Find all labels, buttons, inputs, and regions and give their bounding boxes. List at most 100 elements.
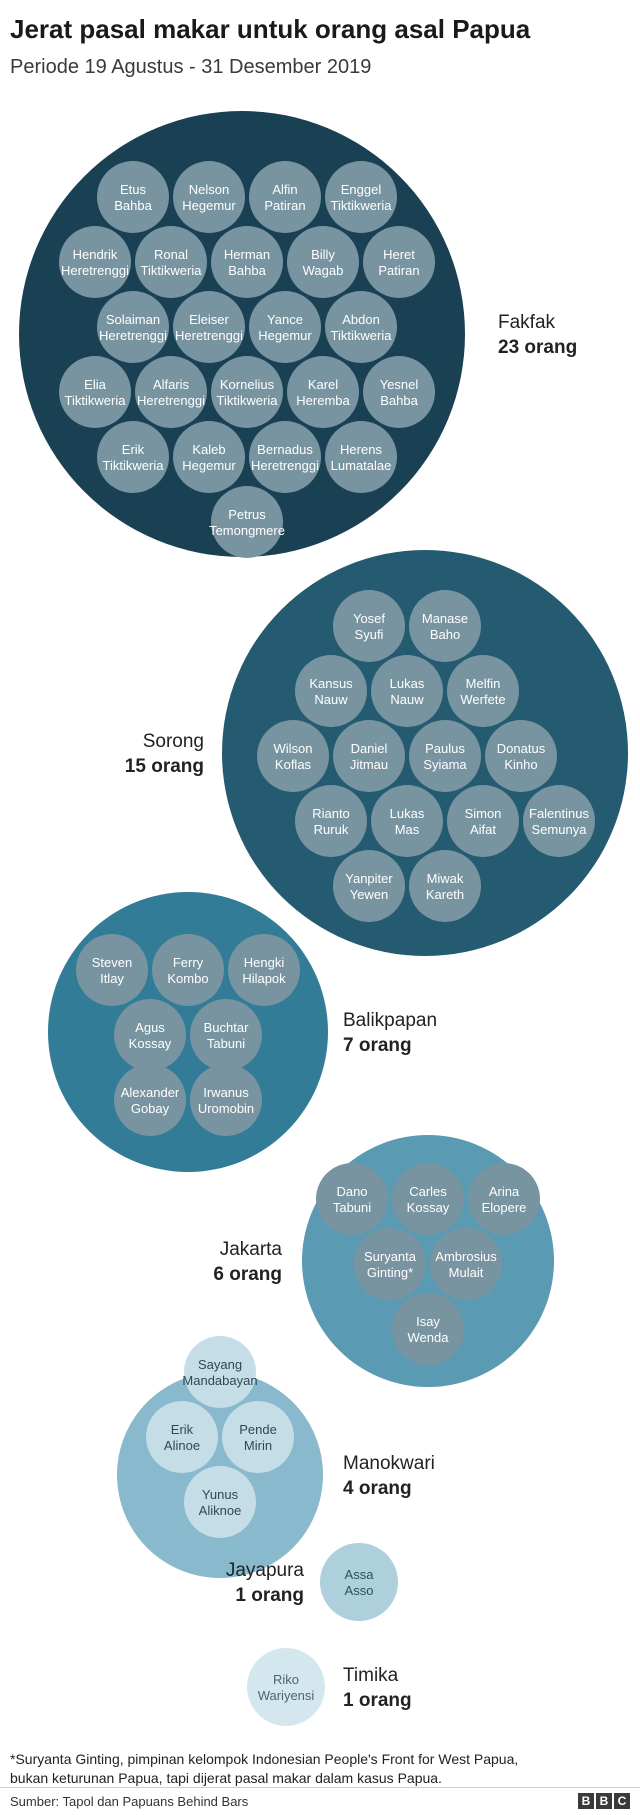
person-bubble	[371, 655, 443, 727]
bbc-logo: B B C	[578, 1793, 630, 1809]
logo-letter: B	[578, 1793, 594, 1809]
person-bubble	[249, 291, 321, 363]
footer-divider	[0, 1787, 640, 1788]
person-bubble	[173, 421, 245, 493]
person-bubble	[135, 356, 207, 428]
person-bubble	[97, 161, 169, 233]
person-bubble	[333, 590, 405, 662]
region-count: 1 orang	[235, 1585, 304, 1606]
region-label: Balikpapan	[343, 1010, 437, 1031]
person-bubble	[228, 934, 300, 1006]
logo-letter: B	[596, 1793, 612, 1809]
person-bubble	[363, 226, 435, 298]
person-bubble	[409, 590, 481, 662]
person-bubble	[409, 850, 481, 922]
person-bubble	[392, 1163, 464, 1235]
person-bubble	[354, 1228, 426, 1300]
person-bubble	[146, 1401, 218, 1473]
person-bubble	[190, 999, 262, 1071]
region-label: Timika	[343, 1665, 399, 1686]
footnote-line-2: bukan keturunan Papua, tapi dijerat pasa…	[10, 1770, 442, 1786]
person-bubble	[333, 720, 405, 792]
person-bubble	[325, 291, 397, 363]
person-bubble	[249, 421, 321, 493]
person-bubble	[295, 655, 367, 727]
person-bubble	[325, 421, 397, 493]
person-bubble	[295, 785, 367, 857]
logo-letter: C	[614, 1793, 630, 1809]
person-bubble	[468, 1163, 540, 1235]
region-label: Jakarta	[220, 1239, 283, 1260]
region-count: 6 orang	[213, 1264, 282, 1285]
person-bubble	[371, 785, 443, 857]
person-bubble	[173, 291, 245, 363]
region-label: Fakfak	[498, 312, 556, 333]
region-count: 4 orang	[343, 1478, 412, 1499]
person-bubble	[287, 226, 359, 298]
region-circle	[247, 1648, 325, 1726]
region-label: Jayapura	[226, 1560, 305, 1581]
person-bubble	[190, 1064, 262, 1136]
person-bubble	[59, 356, 131, 428]
person-bubble	[249, 161, 321, 233]
person-bubble	[485, 720, 557, 792]
region-label: Sorong	[143, 731, 204, 752]
person-bubble	[211, 356, 283, 428]
region-circle	[320, 1543, 398, 1621]
person-bubble	[211, 486, 283, 558]
chart-title: Jerat pasal makar untuk orang asal Papua	[10, 14, 531, 44]
region-count: 7 orang	[343, 1035, 412, 1056]
source-note: Sumber: Tapol dan Papuans Behind Bars	[10, 1794, 249, 1809]
person-bubble	[135, 226, 207, 298]
person-bubble	[97, 421, 169, 493]
footnote: *Suryanta Ginting, pimpinan kelompok Ind…	[10, 1750, 630, 1788]
person-bubble	[184, 1466, 256, 1538]
person-bubble	[222, 1401, 294, 1473]
person-bubble	[430, 1228, 502, 1300]
person-bubble	[392, 1293, 464, 1365]
footnote-line-1: *Suryanta Ginting, pimpinan kelompok Ind…	[10, 1751, 519, 1767]
person-bubble	[59, 226, 131, 298]
person-bubble	[173, 161, 245, 233]
person-bubble	[211, 226, 283, 298]
person-bubble	[114, 1064, 186, 1136]
person-bubble	[447, 785, 519, 857]
